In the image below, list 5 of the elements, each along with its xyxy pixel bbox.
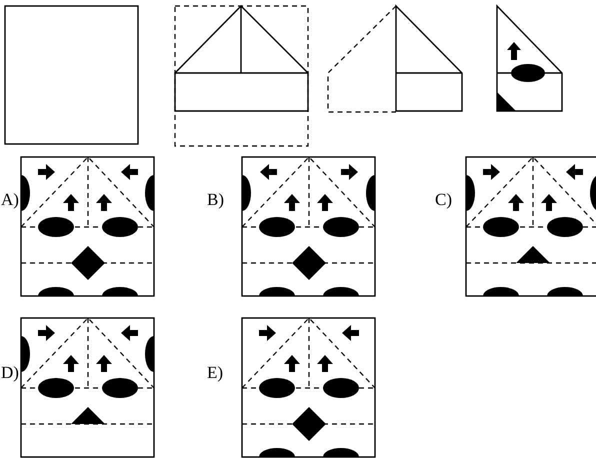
option-letter: B)	[207, 190, 224, 210]
option-letter: A)	[1, 190, 19, 210]
option-letter: C)	[435, 190, 452, 210]
option-letter: D)	[1, 363, 19, 383]
option-letter: E)	[207, 363, 224, 383]
